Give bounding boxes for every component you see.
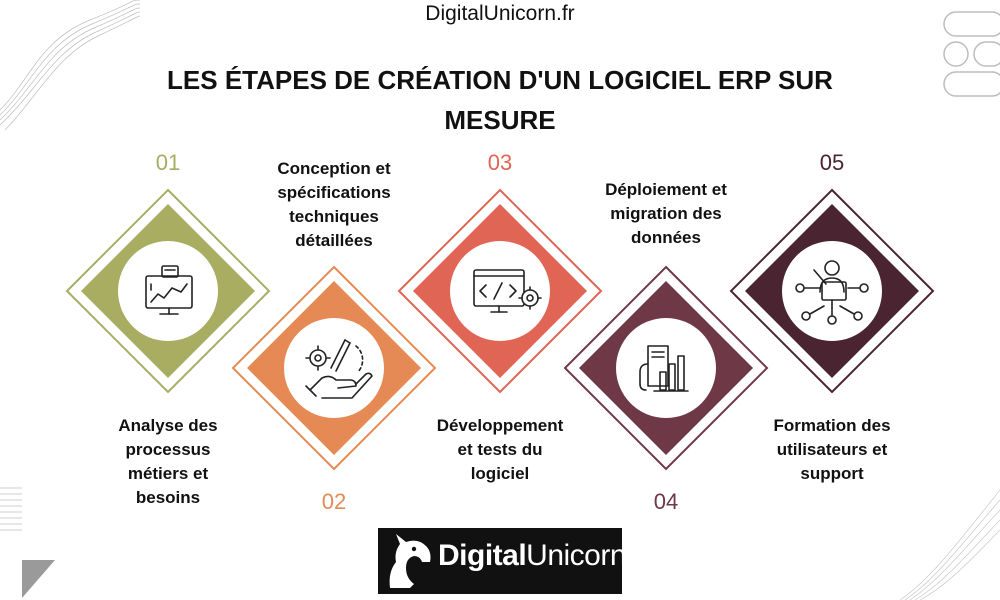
step-2-number: 02 bbox=[321, 489, 347, 514]
step-3-diamond bbox=[397, 188, 603, 394]
step-5-label-line: Formation des bbox=[773, 416, 891, 435]
step-1-diamond bbox=[65, 188, 271, 394]
step-3-label-line: et tests du bbox=[457, 440, 543, 459]
step-1-label: Analyse des processus métiers et besoins bbox=[88, 414, 248, 510]
trainer-network-icon bbox=[795, 260, 869, 325]
step-2-label-line: détaillées bbox=[295, 231, 373, 250]
logo-wordmark: DigitalUnicorn bbox=[438, 539, 627, 573]
step-2-label: Conception et spécifications techniques … bbox=[244, 157, 424, 253]
step-1-number: 01 bbox=[155, 150, 181, 175]
step-4-number: 04 bbox=[653, 489, 679, 514]
step-4-diamond bbox=[563, 265, 769, 471]
step-5-label-line: support bbox=[800, 464, 864, 483]
step-1-label-line: processus bbox=[125, 440, 211, 459]
step-4-label-line: données bbox=[631, 228, 701, 247]
step-2-label-line: Conception et bbox=[277, 159, 391, 178]
step-2-label-line: spécifications bbox=[277, 183, 391, 202]
site-name: DigitalUnicorn.fr bbox=[425, 2, 575, 25]
step-1-label-line: métiers et bbox=[127, 464, 209, 483]
step-5-diamond bbox=[729, 188, 935, 394]
logo-wordmark-regular: Unicorn bbox=[526, 539, 627, 572]
tools-hand-icon bbox=[305, 339, 373, 399]
step-1-label-line: besoins bbox=[135, 488, 201, 507]
step-1-label-line: Analyse des bbox=[118, 416, 218, 435]
code-monitor-icon bbox=[473, 269, 542, 313]
step-4-label-line: migration des bbox=[610, 204, 722, 223]
decorative-triangle-bottom-left bbox=[0, 487, 55, 598]
brand-logo bbox=[378, 528, 622, 594]
step-5-number: 05 bbox=[819, 150, 845, 175]
decorative-waves-top-left bbox=[0, 0, 140, 130]
step-2-label-line: techniques bbox=[289, 207, 379, 226]
document-chart-icon bbox=[639, 345, 689, 392]
step-5-label: Formation des utilisateurs et support bbox=[752, 414, 912, 486]
step-3-number: 03 bbox=[487, 150, 513, 175]
step-4-label: Déploiement et migration des données bbox=[576, 178, 756, 250]
step-3-label: Développement et tests du logiciel bbox=[415, 414, 585, 486]
decorative-pills-top-right bbox=[943, 11, 1000, 97]
step-5-label-line: utilisateurs et bbox=[776, 440, 888, 459]
decorative-waves-bottom-right bbox=[900, 489, 1000, 600]
step-4-label-line: Déploiement et bbox=[605, 180, 727, 199]
monitor-chart-icon bbox=[145, 265, 193, 315]
step-2-diamond bbox=[231, 265, 437, 471]
step-3-label-line: Développement bbox=[436, 416, 564, 435]
logo-wordmark-bold: Digital bbox=[438, 539, 527, 572]
page-title: LES ÉTAPES DE CRÉATION D'UN LOGICIEL ERP… bbox=[167, 65, 833, 135]
unicorn-logo-icon bbox=[389, 534, 431, 588]
step-3-label-line: logiciel bbox=[470, 464, 530, 483]
